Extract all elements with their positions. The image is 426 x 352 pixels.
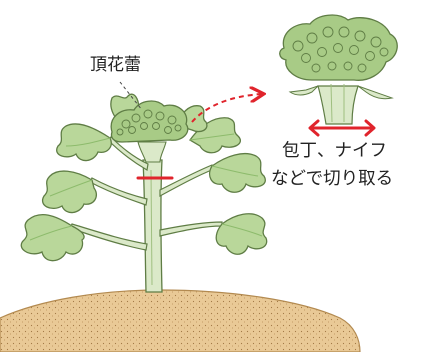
- leaf-lower-left: [20, 213, 85, 262]
- leaf-upper-left: [56, 123, 112, 162]
- leaf-right-mid: [208, 152, 266, 193]
- soil-mound: [0, 289, 361, 352]
- cut-indicator-arrow: [308, 119, 376, 137]
- cut-instruction-line2: などで切り取る: [271, 169, 394, 189]
- harvested-head: [279, 14, 398, 125]
- cut-instruction-line1: 包丁、ナイフ: [282, 141, 387, 161]
- leaves: [20, 93, 268, 262]
- main-stem: [142, 159, 163, 293]
- terminal-bud-head: [110, 100, 189, 163]
- leaf-mid-left: [41, 170, 98, 214]
- leaf-right-lower: [215, 213, 268, 255]
- leaf-veins: [29, 133, 263, 241]
- terminal-bud-label: 頂花蕾: [90, 55, 141, 75]
